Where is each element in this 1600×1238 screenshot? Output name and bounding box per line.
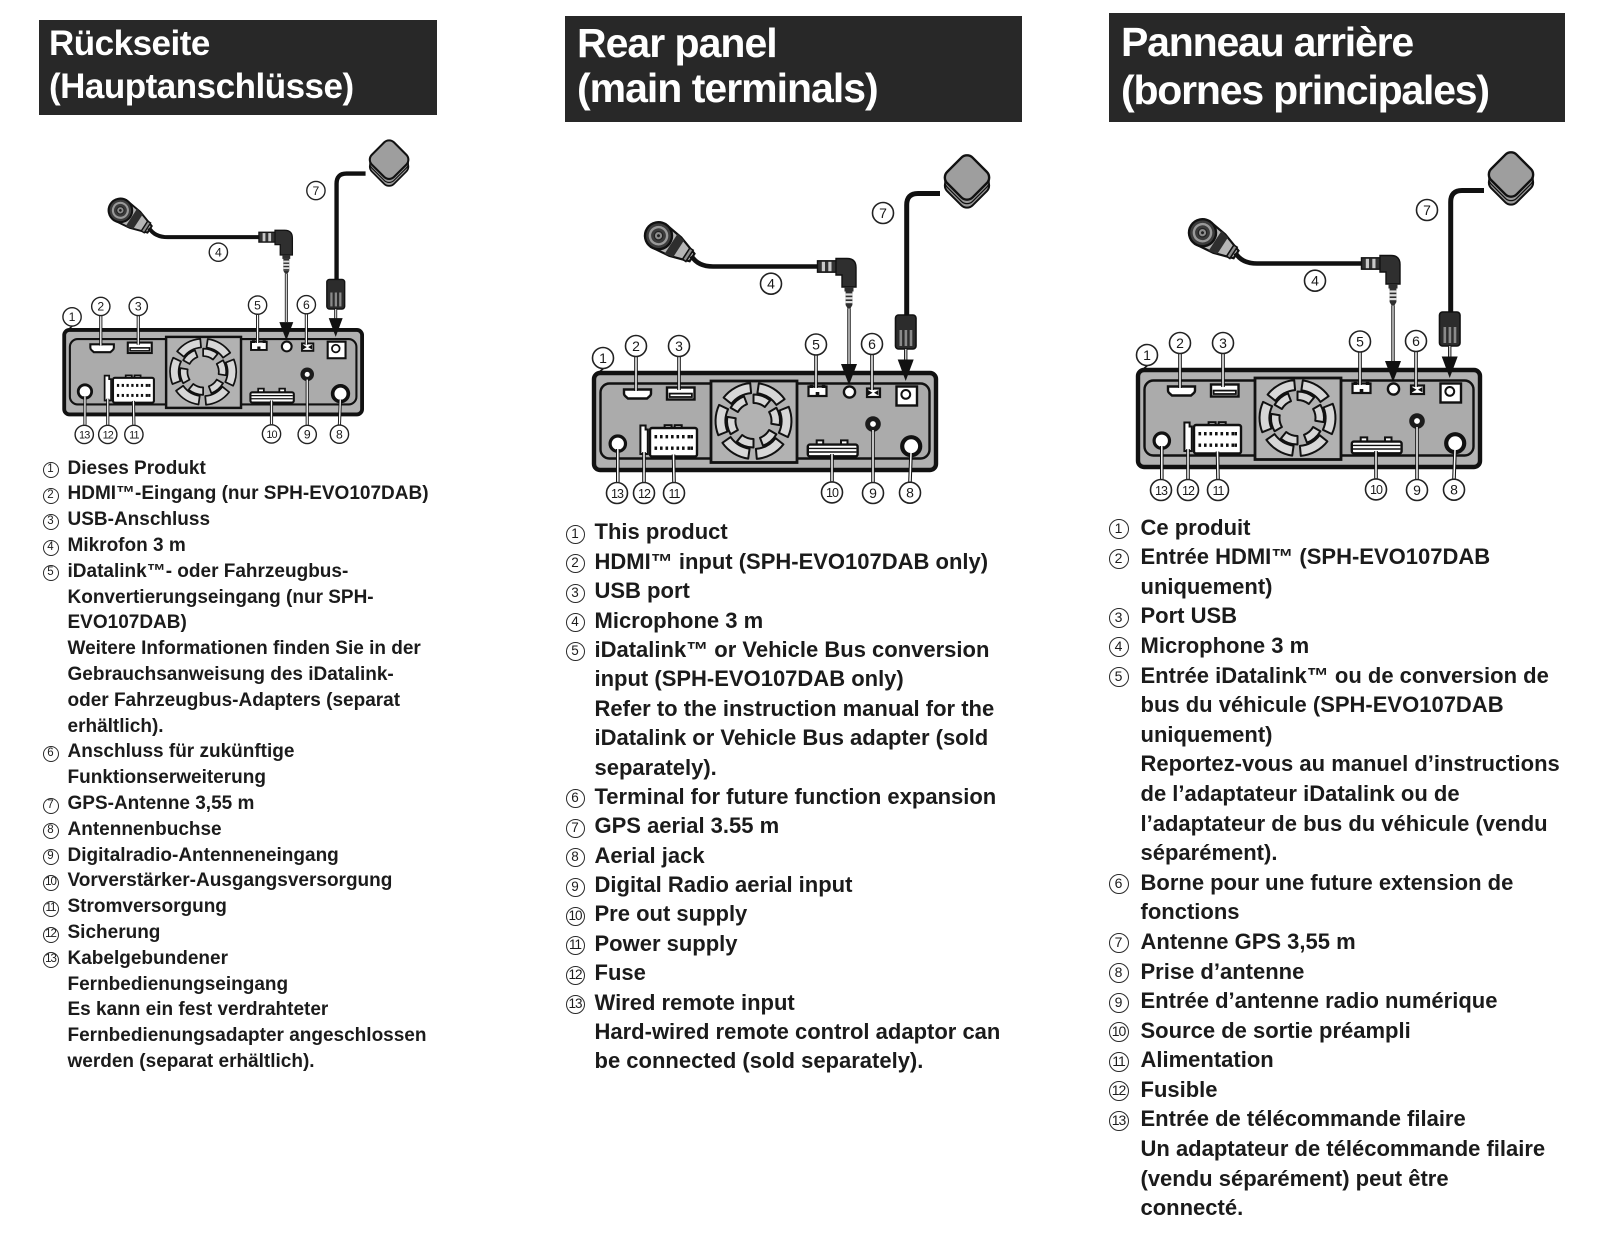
svg-text:2: 2 [632, 338, 640, 354]
svg-text:6: 6 [303, 298, 310, 312]
svg-text:4: 4 [215, 245, 222, 259]
svg-text:7: 7 [879, 205, 887, 221]
svg-text:1: 1 [599, 350, 607, 366]
svg-text:12: 12 [102, 430, 113, 442]
svg-text:9: 9 [869, 485, 877, 501]
svg-text:8: 8 [336, 427, 343, 441]
svg-text:3: 3 [675, 338, 683, 354]
svg-text:1: 1 [68, 310, 75, 324]
svg-text:8: 8 [1450, 482, 1458, 498]
svg-text:6: 6 [868, 336, 876, 352]
svg-text:11: 11 [1213, 484, 1225, 498]
svg-text:4: 4 [1311, 273, 1319, 289]
svg-text:5: 5 [254, 298, 261, 312]
svg-text:13: 13 [611, 487, 624, 501]
svg-text:12: 12 [638, 487, 651, 501]
svg-text:6: 6 [1412, 333, 1420, 349]
svg-text:2: 2 [97, 299, 104, 313]
svg-text:7: 7 [312, 184, 319, 198]
svg-text:9: 9 [304, 428, 311, 442]
svg-text:5: 5 [812, 336, 820, 352]
svg-text:9: 9 [1413, 482, 1421, 498]
svg-text:10: 10 [826, 486, 839, 500]
svg-text:13: 13 [79, 430, 90, 442]
svg-text:10: 10 [1370, 483, 1383, 497]
svg-text:3: 3 [1219, 335, 1227, 351]
svg-text:2: 2 [1176, 335, 1184, 351]
svg-text:3: 3 [135, 299, 142, 313]
svg-text:12: 12 [1182, 484, 1195, 498]
svg-text:4: 4 [767, 276, 775, 292]
svg-text:5: 5 [1356, 333, 1364, 349]
svg-text:8: 8 [906, 485, 914, 501]
svg-text:1: 1 [1143, 347, 1151, 363]
svg-text:11: 11 [129, 430, 139, 442]
svg-text:10: 10 [266, 429, 277, 441]
svg-text:11: 11 [669, 487, 681, 501]
svg-text:7: 7 [1423, 202, 1431, 218]
svg-text:13: 13 [1155, 484, 1168, 498]
